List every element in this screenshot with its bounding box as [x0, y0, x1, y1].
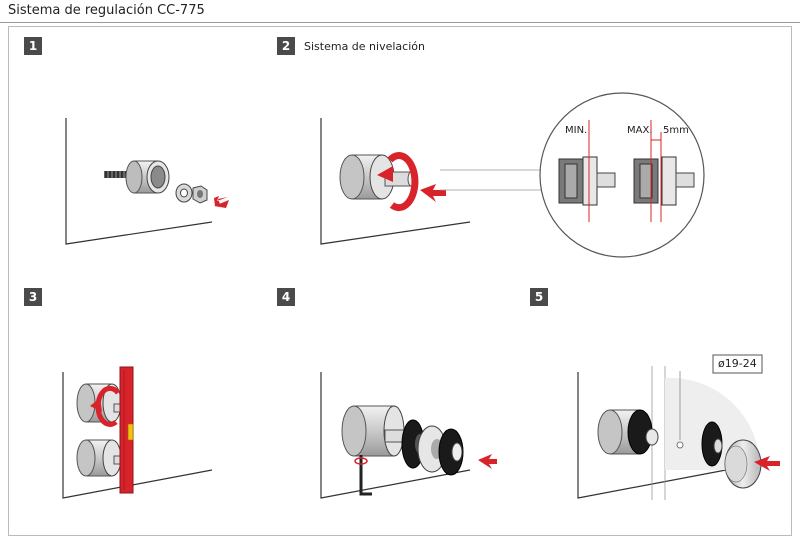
step-2-rotation-arrow: [377, 152, 419, 212]
step-1-hex-nut: [192, 185, 208, 204]
step-2-illustration: [320, 118, 548, 245]
step-4-arrow: [478, 454, 497, 469]
step-5-washers: [701, 421, 723, 467]
step-1-arrow: [214, 196, 228, 206]
diagram-frame: [8, 26, 792, 536]
step-3-rotation-arrow: [90, 385, 121, 427]
step-1-illustration: [65, 118, 229, 245]
glass-hole: [676, 441, 684, 449]
step-2-caption: Sistema de nivelación: [304, 40, 425, 53]
step-5-diameter-label: ø19-24: [718, 357, 757, 370]
step-3-spirit-level: [119, 366, 134, 494]
step-1-wall: [65, 118, 213, 245]
step-1-standoff-cup: [125, 160, 170, 194]
step-3-lower-standoff: [76, 439, 127, 477]
step-4-rubber-washers: [401, 419, 464, 476]
step-4-standoff: [341, 405, 406, 457]
detail-min-label: MIN.: [565, 125, 588, 136]
step-badge-3: 3: [24, 288, 42, 306]
diameter-box: [712, 354, 763, 374]
step-badge-5: 5: [530, 288, 548, 306]
page-title: Sistema de regulación CC-775: [8, 3, 205, 18]
step-3-illustration: [62, 366, 213, 499]
step-4-wall: [320, 372, 471, 499]
step-1-threaded-bolt: [104, 171, 136, 178]
leveling-detail-callout: [539, 92, 705, 258]
step-2-arrow: [420, 184, 446, 202]
step-5-standoff: [597, 409, 659, 455]
step-3-wall: [62, 372, 213, 499]
step-5-arrow: [754, 456, 780, 471]
detail-gap-label: 5mm: [663, 125, 689, 136]
detail-max-position: [633, 120, 695, 222]
step-1-washer: [175, 183, 193, 203]
title-divider: [0, 22, 800, 23]
step-4-allen-key: [354, 455, 372, 496]
step-4-illustration: [320, 372, 497, 499]
detail-max-label: MAX.: [627, 125, 653, 136]
step-5-illustration: [577, 354, 780, 500]
step-2-standoff: [339, 154, 415, 200]
step-5-cap: [724, 439, 762, 489]
step-5-wall: [577, 372, 727, 499]
step-2-wall: [320, 118, 471, 245]
step-badge-2: 2: [277, 37, 295, 55]
detail-min-position: [558, 120, 616, 222]
step-badge-1: 1: [24, 37, 42, 55]
step-badge-4: 4: [277, 288, 295, 306]
